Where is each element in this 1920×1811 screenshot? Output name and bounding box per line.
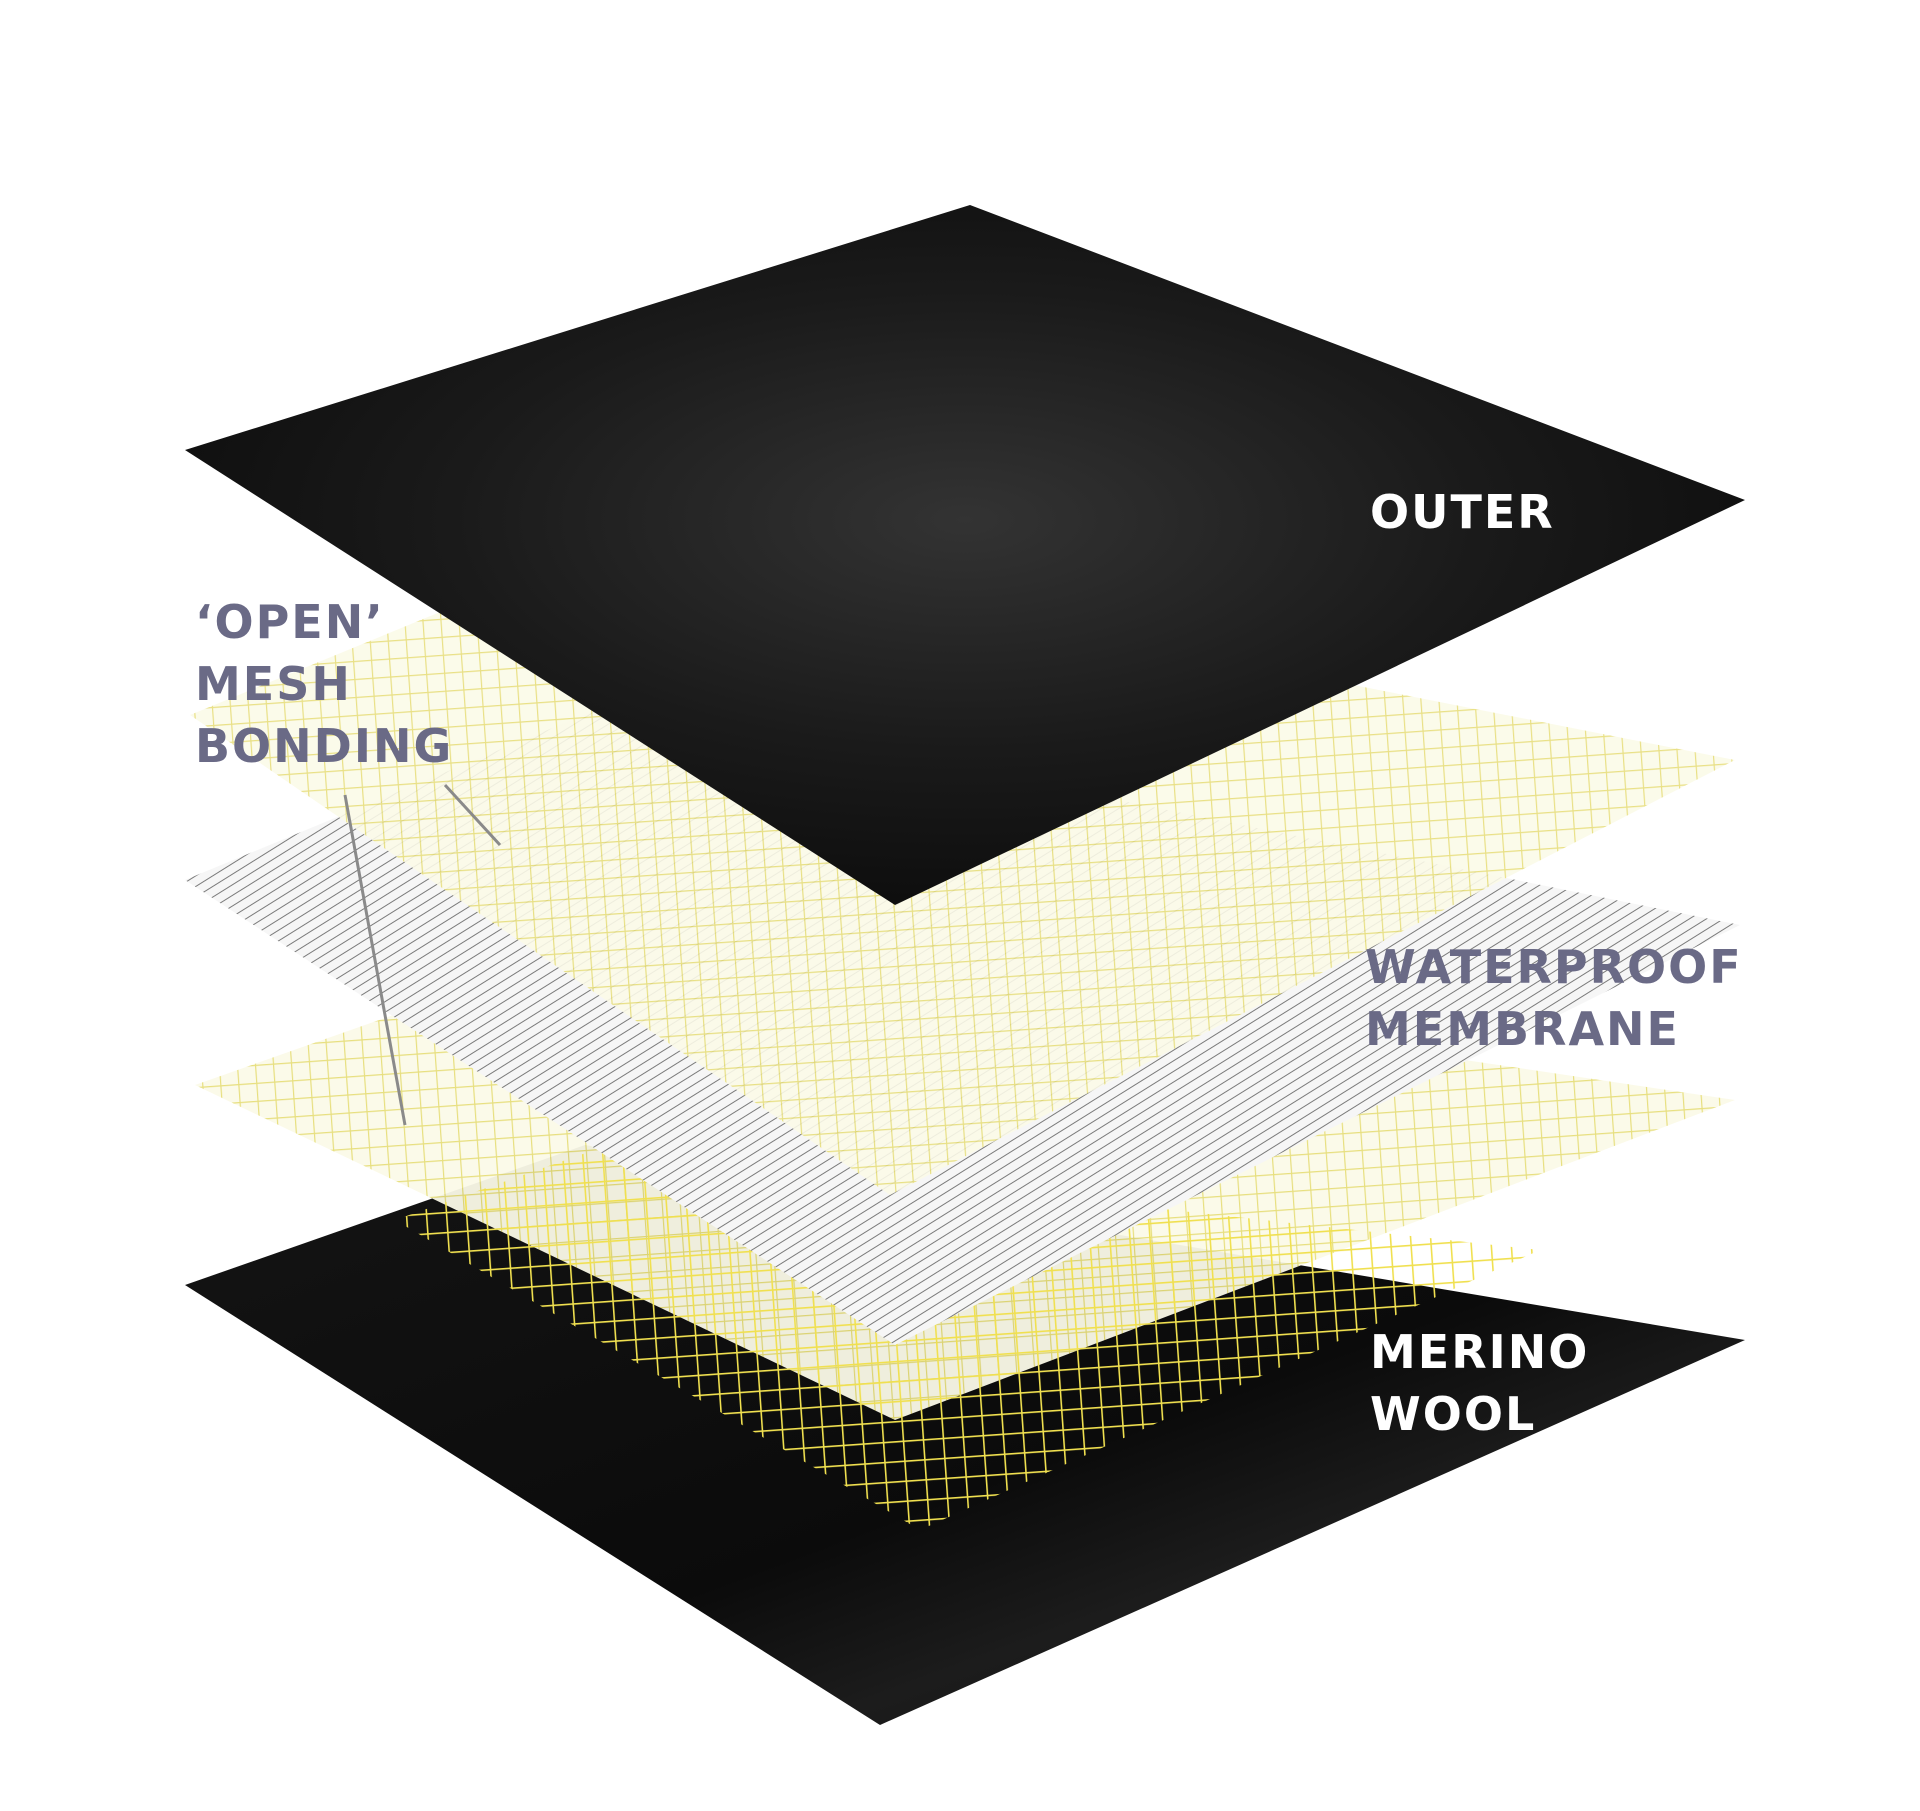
label-merino-line-2: WOOL <box>1370 1387 1536 1441</box>
label-mesh-line-1: ‘OPEN’ <box>195 595 385 649</box>
outer-layer <box>185 205 1745 905</box>
lower-mesh-bold-grid <box>395 1148 1540 1530</box>
label-mesh-line-2: MESH <box>195 657 352 711</box>
label-outer: OUTER <box>1370 485 1555 539</box>
mesh-leader-line-2 <box>343 794 407 1126</box>
label-membrane-line-2: MEMBRANE <box>1365 1002 1680 1056</box>
mesh-leader-line-1 <box>443 783 502 847</box>
label-merino-line-1: MERINO <box>1370 1325 1589 1379</box>
label-membrane-line-1: WATERPROOF <box>1365 940 1743 994</box>
label-mesh-line-3: BONDING <box>195 719 453 773</box>
